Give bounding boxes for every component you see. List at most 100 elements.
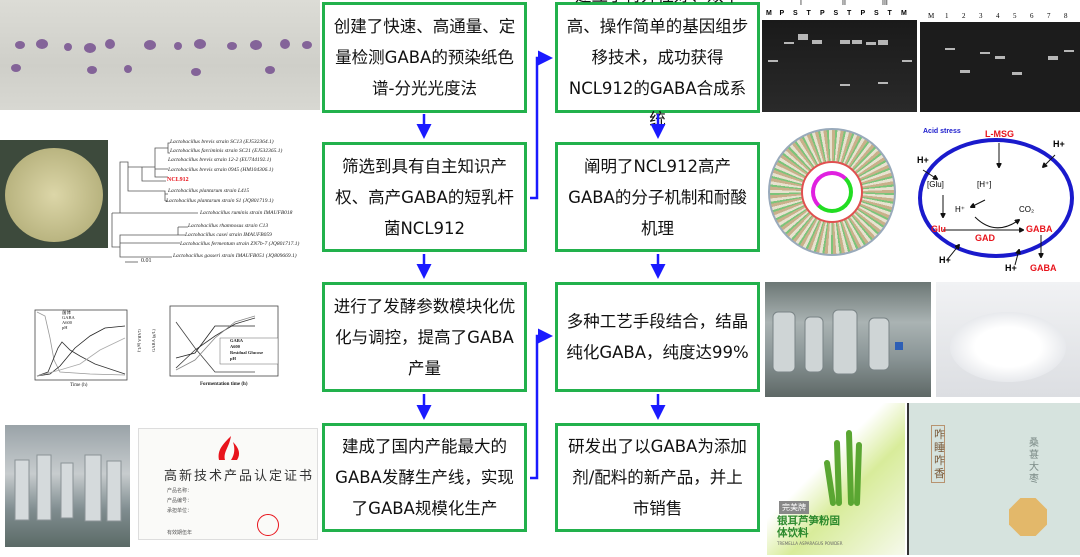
acid-stress-label: Acid stress — [923, 128, 961, 135]
gel-lane-label: 7 — [1047, 12, 1051, 20]
tree-label: Lactobacillus brevis strain 12-2 (EU7441… — [168, 157, 272, 163]
gel-lane-label: T — [887, 10, 892, 17]
chart1-ylabel: GABA (g/L) — [136, 329, 142, 352]
gel-lane-label: P — [779, 10, 785, 17]
certificate-row: 产品名称： — [167, 488, 193, 494]
gel-lane-label: 5 — [1013, 12, 1017, 20]
product-brand: 完美牌 — [779, 501, 809, 514]
product-sleep-drink: 咋睡咋香 桑葚 大枣 — [907, 403, 1080, 555]
tree-label: Lactobacillus farciminis strain SC21 (EJ… — [170, 148, 283, 154]
gel1-group-label: III — [882, 0, 888, 7]
production-plant-image — [765, 282, 931, 397]
hplus-label: H+ — [939, 255, 951, 265]
certificate-emblem — [218, 436, 240, 460]
h-in-label: [H⁺] — [977, 180, 992, 189]
flow-box-right-4: 研发出了以GABA为添加剂/配料的新产品，并上市销售 — [555, 423, 760, 532]
gel-lane-label: 2 — [962, 12, 966, 20]
flow-box-left-1: 创建了快速、高通量、定量检测GABA的预染纸色谱-分光光度法 — [322, 2, 527, 113]
gel-lane-label: P — [820, 10, 825, 17]
fermentation-chart-1: 菌体 GABA A600 pH Time (h) GABA (g/L) — [0, 298, 150, 390]
certificate-title: 高新技术产品认定证书 — [164, 469, 315, 484]
tree-label: Lactobacillus casei strain IMAUFB059 — [185, 232, 272, 238]
chart1-legend: GABA — [62, 315, 75, 320]
glu-label: Glu — [931, 224, 946, 234]
product-name-en: TREMELLA ASPARAGUS POWDER — [777, 541, 843, 546]
chart2-legend: Residual Glucose — [230, 350, 264, 355]
product2-sub: 桑葚 大枣 — [1029, 438, 1039, 485]
tree-label: Lactobacillus plantarum strain S1 (JQ801… — [166, 198, 274, 204]
chart2-xlabel: Formentation time (h) — [200, 382, 248, 387]
tree-label: Lactobacillus fermentum strain ZN7b-7 (J… — [180, 241, 300, 247]
fermentation-chart-2: GABA A600 Residual Glucose pH Formentati… — [150, 298, 320, 390]
tree-label: Lactobacillus plantarum strain L415 — [168, 188, 250, 194]
gaba-out-label: GABA — [1030, 263, 1057, 273]
gel1-group-label: I — [800, 0, 802, 7]
gel-lane-label: 1 — [945, 12, 949, 20]
gel-lane-label: S — [793, 10, 798, 17]
gel1-group-label: II — [842, 0, 846, 7]
product-name: 银耳芦笋粉固体饮料 — [777, 515, 840, 539]
gel-lane-label: M — [766, 10, 772, 17]
certificate-seal — [257, 514, 279, 536]
tree-label: Lactobacillus rhamnosus strain C13 — [188, 223, 269, 229]
gel-lane-label: T — [806, 10, 811, 17]
paper-chromatography-image — [0, 0, 320, 110]
chromatography-spots — [11, 39, 312, 76]
phylogenetic-tree: Lactobacillus brevis strain SC13 (EJ5323… — [110, 135, 320, 270]
tree-label-ncl912: NCL912 — [167, 177, 189, 183]
h-label: H⁺ — [955, 205, 965, 214]
chart1-legend: 菌体 — [62, 310, 71, 315]
hplus-label: H+ — [1053, 139, 1065, 149]
petri-dish-image — [0, 140, 108, 248]
chart1-legend: pH — [62, 325, 68, 330]
hplus-label: H+ — [1005, 263, 1017, 273]
tree-label: Lactobacillus gasseri strain IMAUFB051 (… — [173, 253, 297, 259]
flow-box-left-2: 筛选到具有自主知识产权、高产GABA的短乳杆菌NCL912 — [322, 142, 527, 252]
chart2-legend: pH — [230, 356, 237, 361]
gel-lane-label: 8 — [1064, 12, 1068, 20]
gel-lane-label: 3 — [979, 12, 983, 20]
certificate-image: 高新技术产品认定证书 产品名称： 产品编号： 承担单位： 有效期伍年 — [138, 428, 318, 540]
tree-label: Lactobacillus brevis strain 0945 (HM1043… — [168, 167, 274, 173]
tree-branches — [111, 142, 198, 263]
gel-lane-label: M — [901, 10, 907, 17]
gel-lane-label: S — [874, 10, 879, 17]
gel-lane-label: P — [860, 10, 866, 17]
gaba-label: GABA — [1026, 224, 1053, 234]
gel-electrophoresis-2: M 1 2 3 4 5 6 7 8 — [920, 0, 1080, 112]
tree-label: Lactobacillus ruminis strain IMAUFB018 — [200, 210, 293, 216]
gel-lane-label: 6 — [1030, 12, 1034, 20]
co2-label: CO₂ — [1019, 205, 1035, 214]
flow-box-right-2: 阐明了NCL912高产GABA的分子机制和耐酸机理 — [555, 142, 760, 252]
flow-box-left-4: 建成了国内产能最大的GABA发酵生产线，实现了GABA规模化生产 — [322, 423, 527, 532]
chart2-legend: GABA — [230, 338, 244, 343]
acid-stress-mechanism: Acid stress L-MSG H+ H+ [Glu] [H⁺] H⁺ CO… — [915, 125, 1080, 275]
gel-lane-label: T — [847, 10, 852, 17]
flow-box-right-3: 多种工艺手段结合，结晶纯化GABA，纯度达99% — [555, 282, 760, 392]
factory-image — [5, 425, 130, 547]
gel-lane-label: M — [928, 12, 935, 20]
hplus-label: H+ — [917, 155, 929, 165]
gel-lane-label: 4 — [996, 12, 1000, 20]
chart1-legend: A600 — [62, 320, 72, 325]
certificate-row: 产品编号： — [167, 498, 193, 504]
gel-lane-label: S — [833, 10, 839, 17]
flow-box-right-1: 建立了特异性好、效率高、操作简单的基因组步移技术，成功获得NCL912的GABA… — [555, 0, 760, 129]
gad-label: GAD — [975, 233, 995, 243]
certificate-row: 承担单位： — [167, 508, 193, 514]
glu-in-label: [Glu] — [927, 180, 944, 189]
gaba-crystal-image — [936, 282, 1080, 397]
tree-label: Lactobacillus brevis strain SC13 (EJ5323… — [170, 139, 274, 145]
product-asparagus-drink: 完美牌 银耳芦笋粉固体饮料 TREMELLA ASPARAGUS POWDER — [767, 403, 905, 555]
product2-badge — [1009, 498, 1047, 536]
chart2-ylabel: GABA (g/L) — [150, 329, 156, 352]
lmsg-label: L-MSG — [985, 129, 1014, 139]
genome-circle-map — [765, 125, 900, 260]
chart1-xlabel: Time (h) — [70, 383, 88, 388]
flow-box-left-3: 进行了发酵参数模块化优化与调控，提高了GABA产量 — [322, 282, 527, 392]
tree-scale: 0.01 — [141, 258, 152, 264]
chart2-legend: A600 — [230, 344, 240, 349]
certificate-footer: 有效期伍年 — [167, 530, 193, 536]
product2-name: 咋睡咋香 — [931, 425, 945, 483]
